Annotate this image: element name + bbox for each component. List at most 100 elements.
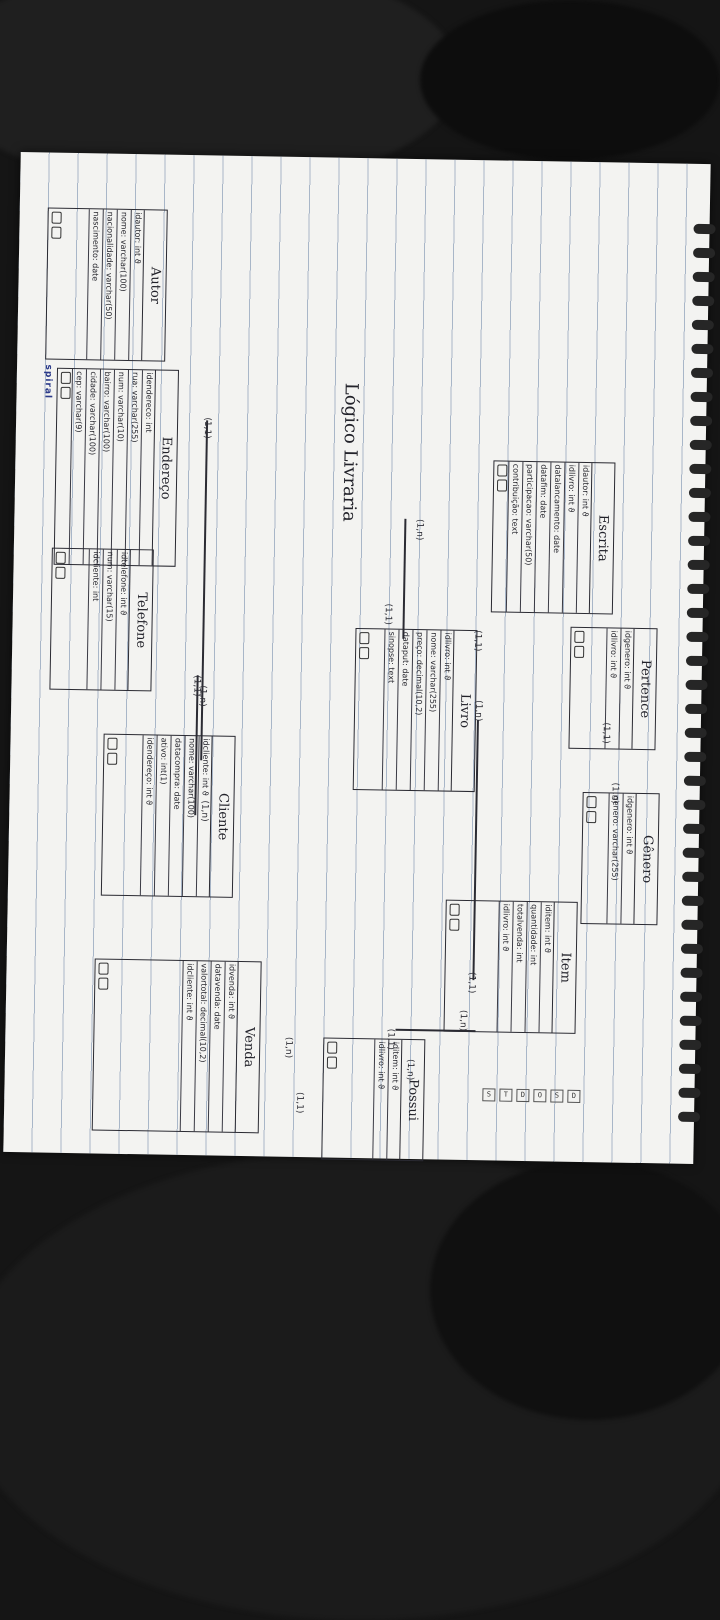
spiral-ring xyxy=(686,607,709,619)
spiral-ring xyxy=(681,895,704,907)
entity-attribute: nascimento: date xyxy=(86,209,103,360)
key-icon xyxy=(107,737,118,750)
entity-attribute: idlivro: int ϑ xyxy=(437,630,455,791)
entity-attribute: valortotal: decimal(10,2) xyxy=(193,961,211,1132)
entity-attribute: nome: varchar(100) xyxy=(114,209,131,360)
key-icon xyxy=(449,903,460,916)
entity-attribute: idcliente: int ϑ xyxy=(179,961,197,1132)
entity-attribute: nome: varchar(100) xyxy=(181,736,199,897)
entity-attribute: genero: varchar(255) xyxy=(606,793,623,924)
entity-attribute: nacionalidade: varchar(50) xyxy=(100,209,117,360)
entity-attribute: num: varchar(15) xyxy=(100,549,117,690)
key-icons xyxy=(55,551,66,579)
key-icons xyxy=(60,371,71,399)
entity-attribute: idgenero: int ϑ xyxy=(620,793,637,924)
spiral-ring xyxy=(680,967,703,979)
notebook-brand-stamp: spiral xyxy=(42,364,54,400)
entity-attribute: preço: decimal(10,2) xyxy=(409,629,427,791)
entity-title: Endereço xyxy=(151,370,178,566)
cardinality-label: (1,1) xyxy=(600,722,611,744)
spiral-ring xyxy=(689,439,712,451)
cardinality-label: (1,n) xyxy=(199,800,210,822)
cardinality-label: (1,1) xyxy=(385,1028,396,1051)
cardinality-label: (1,n) xyxy=(457,1009,468,1032)
key-icon xyxy=(98,977,109,990)
entity-attribute: sinopse: text xyxy=(381,629,399,790)
spiral-ring xyxy=(691,343,714,355)
key-icon xyxy=(51,211,62,224)
key-icon xyxy=(359,632,370,645)
key-icon xyxy=(574,630,585,643)
spiral-ring xyxy=(683,775,706,787)
key-icons xyxy=(51,211,62,239)
cardinality-label: (1,1) xyxy=(382,603,393,625)
key-icon xyxy=(574,645,585,658)
spiral-ring xyxy=(679,1015,702,1027)
cardinality-label: (1,n) xyxy=(283,1036,294,1059)
spiral-ring xyxy=(679,1039,702,1051)
brand-letter: S xyxy=(482,1088,496,1102)
spiral-ring xyxy=(687,559,710,571)
key-icon xyxy=(60,371,71,384)
cardinality-label: (1,1) xyxy=(294,1091,305,1114)
spiral-ring xyxy=(683,799,706,811)
cardinality-label: (1,n) xyxy=(404,1058,416,1081)
entity-title: Possui xyxy=(399,1039,425,1161)
entity-attribute: datalancamento: date xyxy=(547,462,565,613)
entity-attribute: ativo: int(1) xyxy=(153,735,171,896)
brand-letter: S xyxy=(550,1089,564,1103)
brand-strip: S T D O S D xyxy=(482,1088,581,1103)
key-icon xyxy=(496,479,508,492)
entity-attribute: idautor: int ϑ xyxy=(575,462,593,614)
entity-attribute: idendereço: int ϑ xyxy=(139,735,157,896)
entity-attribute: dataput: date xyxy=(395,629,413,790)
entity-attribute: nome: varchar(255) xyxy=(423,630,441,791)
cardinality-label: (1,1) xyxy=(191,675,202,697)
spiral-ring xyxy=(691,319,714,331)
spiral-ring xyxy=(693,247,716,259)
entity-attribute: idvenda: int ϑ xyxy=(221,961,239,1132)
key-icons xyxy=(496,464,508,492)
spiral-ring xyxy=(688,487,712,499)
entity-title: Item xyxy=(551,902,577,1033)
key-icon xyxy=(358,647,370,660)
key-icon xyxy=(327,1041,338,1054)
entity-attribute: datacompra: date xyxy=(167,735,185,896)
key-icons xyxy=(326,1041,338,1069)
spiral-ring xyxy=(686,631,709,643)
spiral-ring xyxy=(678,1087,701,1099)
spiral-ring xyxy=(687,583,710,595)
cardinality-label: (1,1) xyxy=(466,971,477,994)
brand-letter: D xyxy=(516,1088,530,1103)
entity-title: Cliente xyxy=(208,736,235,897)
entity-attribute: datavenda: date xyxy=(207,961,225,1132)
entity-attribute: quantidade: int xyxy=(524,902,541,1033)
key-icons xyxy=(586,796,597,824)
spiral-ring xyxy=(690,391,713,403)
key-icon xyxy=(55,566,66,579)
cardinality-label: (1,n) xyxy=(414,518,425,541)
key-icons xyxy=(358,632,370,660)
spiral-ring xyxy=(682,847,705,859)
entity-title: Escrita xyxy=(588,463,615,614)
spiral-ring xyxy=(690,415,713,427)
key-icons xyxy=(449,903,460,931)
spiral-ring xyxy=(685,679,708,691)
spiral-ring xyxy=(678,1063,701,1075)
entity-title: Pertence xyxy=(631,628,657,750)
spiral-ring xyxy=(681,919,704,931)
notebook-page: Lógico Livraria spiral S T D O S D Autor… xyxy=(3,152,716,1164)
key-icon xyxy=(107,752,118,765)
entity-attribute: iditem: int ϑ xyxy=(386,1039,403,1160)
brand-letter: T xyxy=(499,1088,513,1102)
cardinality-label: (1,1) xyxy=(201,417,213,439)
